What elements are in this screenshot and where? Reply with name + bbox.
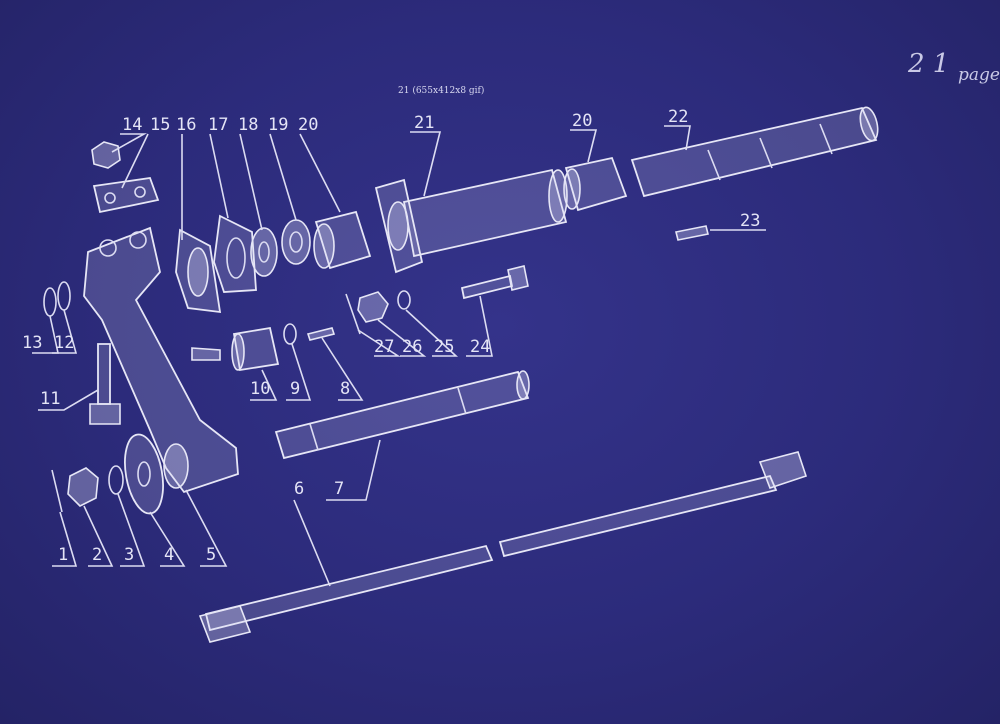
part-10-plug bbox=[231, 326, 280, 372]
callout-4: 4 bbox=[164, 545, 174, 565]
part-15-plate bbox=[92, 177, 160, 214]
callout-27: 27 bbox=[374, 337, 394, 357]
part-25-washer bbox=[397, 290, 411, 310]
part-9-washer bbox=[283, 323, 297, 345]
callout-24: 24 bbox=[470, 337, 490, 357]
part-22-shaft bbox=[630, 106, 879, 198]
callout-20-left: 20 bbox=[298, 115, 318, 135]
part-11-bolt bbox=[89, 343, 121, 425]
callout-11: 11 bbox=[40, 389, 60, 409]
callout-26: 26 bbox=[402, 337, 422, 357]
callout-16: 16 bbox=[176, 115, 196, 135]
part-20-bushing-right bbox=[563, 156, 628, 212]
part-1-pin bbox=[51, 469, 63, 513]
part-3-washer bbox=[108, 465, 124, 495]
part-26-nut bbox=[357, 291, 389, 323]
callout-2: 2 bbox=[92, 545, 102, 565]
part-12-ring bbox=[57, 281, 71, 311]
callout-7: 7 bbox=[334, 479, 344, 499]
part-24-bolt bbox=[460, 265, 529, 300]
callout-6: 6 bbox=[294, 479, 304, 499]
callout-1: 1 bbox=[58, 545, 68, 565]
callout-12: 12 bbox=[54, 333, 74, 353]
callout-15: 15 bbox=[150, 115, 170, 135]
page-word-note: page bbox=[958, 65, 1000, 85]
callout-21: 21 bbox=[414, 113, 434, 133]
callout-5: 5 bbox=[206, 545, 216, 565]
part-18-bearing bbox=[250, 227, 278, 277]
part-17-gasket bbox=[213, 214, 257, 293]
part-8-pin bbox=[306, 327, 336, 341]
callout-18: 18 bbox=[238, 115, 258, 135]
part-27-cotter-pin bbox=[345, 293, 361, 335]
part-13-ring bbox=[43, 287, 57, 317]
callout-14: 14 bbox=[122, 115, 142, 135]
leader-lines bbox=[32, 125, 766, 587]
part-2-nut bbox=[67, 467, 99, 507]
part-20-bushing-left bbox=[313, 210, 372, 270]
callout-23: 23 bbox=[740, 211, 760, 231]
callout-22: 22 bbox=[668, 107, 688, 127]
callout-9: 9 bbox=[290, 379, 300, 399]
part-16-flange bbox=[175, 228, 222, 314]
part-23-pin bbox=[675, 225, 709, 241]
part-21-sleeve bbox=[374, 168, 568, 274]
image-caption: 21 (655x412x8 gif) bbox=[398, 85, 484, 96]
callout-25: 25 bbox=[434, 337, 454, 357]
callout-20-right: 20 bbox=[572, 111, 592, 131]
callout-19: 19 bbox=[268, 115, 288, 135]
part-7-shaft bbox=[274, 370, 530, 460]
callout-8: 8 bbox=[340, 379, 350, 399]
callout-3: 3 bbox=[124, 545, 134, 565]
callout-13: 13 bbox=[22, 333, 42, 353]
part-14-nut bbox=[91, 141, 121, 169]
callout-numbers: 1 2 3 4 5 6 7 8 9 10 11 12 13 14 15 16 1… bbox=[22, 107, 760, 565]
callout-17: 17 bbox=[208, 115, 228, 135]
page-number-note: 2 1 bbox=[907, 49, 949, 79]
part-6-tie-rod bbox=[198, 451, 808, 643]
part-19-bearing bbox=[281, 219, 311, 265]
part-5-steering-arm bbox=[83, 226, 239, 494]
callout-10: 10 bbox=[250, 379, 270, 399]
